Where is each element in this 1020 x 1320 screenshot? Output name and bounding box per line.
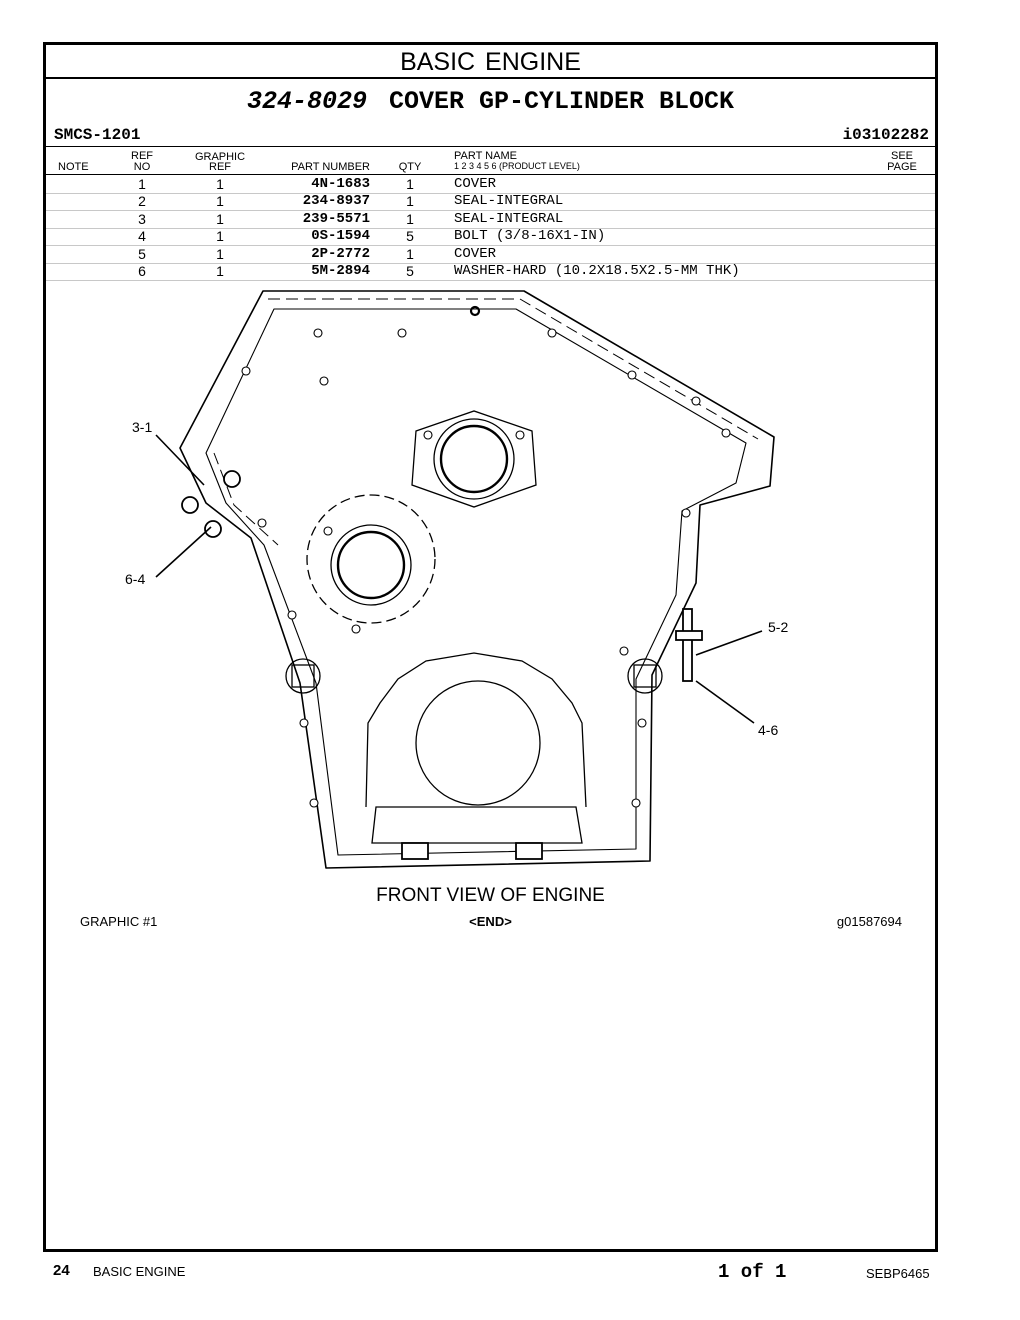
crank-seal-opening [415, 680, 541, 806]
right-plug-ring [627, 658, 663, 694]
ref-no: 6 [138, 263, 146, 279]
upper-left-bolt-1 [223, 470, 241, 488]
upper-seal-ring-outer [433, 418, 515, 500]
part-name: WASHER-HARD (10.2X18.5X2.5-MM THK) [454, 263, 740, 279]
upper-seal-flange [411, 410, 537, 508]
col-see-page-line1: SEE [890, 150, 913, 162]
graphic-ref: 1 [216, 176, 224, 192]
col-ref-no-line2: NO [133, 161, 151, 173]
col-ref-no-line1: REF [131, 150, 153, 162]
header-bottom-rule [46, 174, 935, 175]
callout-6-4: 6-4 [125, 571, 145, 587]
group-part-number: 324-8029 [246, 87, 367, 116]
part-number: 234-8937 [302, 193, 370, 210]
col-graphic-ref-line1: GRAPHIC [194, 151, 246, 163]
part-number: 5M-2894 [311, 263, 370, 279]
graphic-ref: 1 [216, 263, 224, 279]
oil-pan-bolt-right [515, 842, 543, 860]
group-title: 324-8029 COVER GP-CYLINDER BLOCK [46, 87, 935, 116]
col-part-number: PART NUMBER [291, 161, 370, 173]
footer-doc-number: SEBP6465 [866, 1266, 930, 1281]
middle-seal-ring-outer [330, 524, 412, 606]
page-frame: BASIC ENGINE 324-8029 COVER GP-CYLINDER B… [43, 42, 938, 1252]
ref-no: 3 [138, 210, 146, 227]
callout-5-2: 5-2 [768, 619, 788, 635]
graphic-ref: 1 [216, 228, 224, 245]
part-name: SEAL-INTEGRAL [454, 193, 564, 210]
col-product-levels: 1 2 3 4 5 6 (PRODUCT LEVEL) [454, 161, 580, 171]
left-plug-ring [285, 658, 321, 694]
part-name: BOLT (3/8-16X1-IN) [454, 228, 606, 245]
quantity: 1 [406, 245, 414, 262]
parts-row: 6 1 5M-2894 5 WASHER-HARD (10.2X18.5X2.5-MM … [46, 263, 935, 281]
upper-left-bolt-2 [181, 496, 199, 514]
parts-row: 2 1 234-8937 1 SEAL-INTEGRAL [46, 193, 935, 212]
side-cover-plate [682, 608, 693, 682]
header-top-rule [46, 146, 935, 147]
ref-no: 5 [138, 245, 146, 262]
oil-pan-flange [371, 806, 583, 844]
middle-seal-boss [306, 494, 436, 624]
cover-inner-flange [205, 308, 747, 856]
top-lifting-hole [469, 305, 481, 317]
cover-outline [179, 290, 775, 869]
part-number: 4N-1683 [311, 176, 370, 192]
section-title: BASIC ENGINE [46, 45, 935, 79]
middle-seal-ring-inner [336, 530, 406, 600]
lower-crank-housing [365, 652, 587, 808]
diagram-caption: FRONT VIEW OF ENGINE [376, 885, 605, 906]
end-marker: <END> [469, 914, 512, 929]
col-qty: QTY [398, 161, 422, 173]
col-note: NOTE [58, 161, 89, 173]
callout-leader-4-6 [695, 680, 755, 724]
part-number: 0S-1594 [311, 228, 370, 245]
col-graphic-ref-line2: REF [209, 161, 231, 173]
footer-page-number: 24 [53, 1262, 70, 1279]
graphic-label: GRAPHIC #1 [80, 914, 158, 929]
ref-no: 2 [138, 193, 146, 210]
cover-dashed-outline [213, 298, 759, 546]
quantity: 5 [406, 228, 414, 245]
col-see-page-line2: PAGE [887, 161, 917, 173]
illustration-id: i03102282 [842, 126, 929, 144]
engine-front-cover-diagram: 3-1 6-4 5-2 4-6 [125, 290, 788, 869]
col-part-name: PART NAME [454, 150, 517, 162]
quantity: 1 [406, 210, 414, 227]
upper-seal-ring-inner [439, 424, 509, 494]
side-cover-bolt [675, 630, 703, 641]
graphic-ref: 1 [216, 193, 224, 210]
footer-page-of: 1 of 1 [718, 1261, 787, 1283]
footer-section: BASIC ENGINE [93, 1264, 186, 1279]
part-name: COVER [454, 245, 497, 262]
left-plug-square [291, 664, 315, 688]
group-name: COVER GP-CYLINDER BLOCK [388, 87, 735, 116]
part-name: SEAL-INTEGRAL [454, 210, 564, 227]
parts-row: 3 1 239-5571 1 SEAL-INTEGRAL [46, 211, 935, 229]
right-plug-square [633, 664, 657, 688]
callout-leader-3-1 [155, 434, 205, 486]
callout-3-1: 3-1 [132, 419, 152, 435]
upper-left-bolt-3 [204, 520, 222, 538]
parts-row: 5 1 2P-2772 1 COVER [46, 246, 935, 264]
parts-row: 4 1 0S-1594 5 BOLT (3/8-16X1-IN) [46, 228, 935, 247]
part-number: 2P-2772 [311, 245, 370, 262]
graphic-ref: 1 [216, 210, 224, 227]
quantity: 1 [406, 176, 414, 192]
callout-leader-6-4 [155, 526, 212, 578]
callout-4-6: 4-6 [758, 722, 778, 738]
oil-pan-bolt-left [401, 842, 429, 860]
callout-leader-5-2 [695, 630, 763, 656]
quantity: 1 [406, 193, 414, 210]
smcs-code: SMCS-1201 [54, 126, 141, 144]
ref-no: 1 [138, 176, 146, 192]
part-name: COVER [454, 176, 497, 192]
parts-row: 1 1 4N-1683 1 COVER [46, 176, 935, 194]
part-number: 239-5571 [302, 210, 370, 227]
quantity: 5 [406, 263, 414, 279]
graphic-number: g01587694 [836, 914, 902, 929]
ref-no: 4 [138, 228, 146, 245]
graphic-ref: 1 [216, 245, 224, 262]
